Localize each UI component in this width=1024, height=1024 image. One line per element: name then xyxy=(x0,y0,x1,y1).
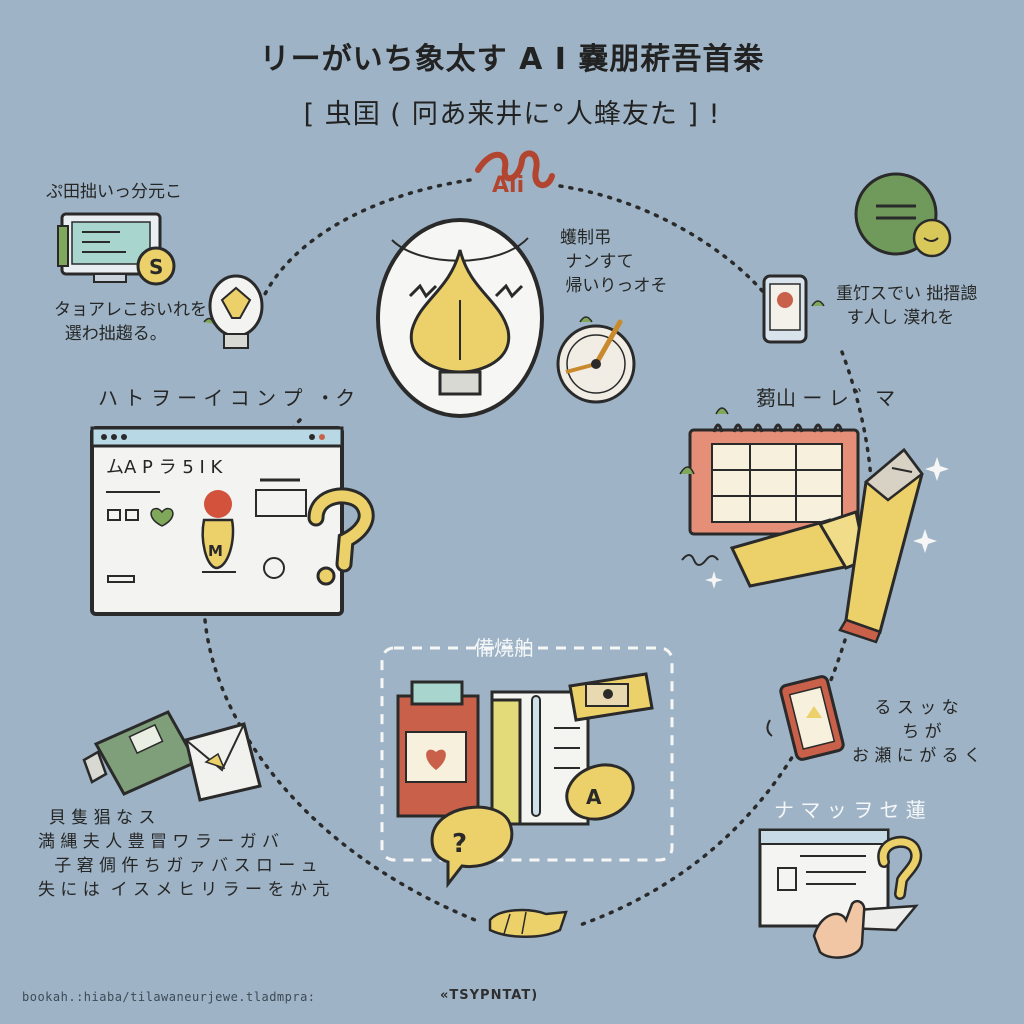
coin-icon: S xyxy=(136,246,176,286)
page-subtitle: [ 虫囯 ( 冋あ来井に°人蜂友た ] ! xyxy=(303,99,721,130)
sparkle-icon xyxy=(705,457,949,589)
center-bottom-heading: 備燒舶 xyxy=(474,636,534,660)
calendar-notebook-icon xyxy=(679,407,860,536)
footer-mark: «TSYPNTAT) xyxy=(440,988,539,1003)
svg-text:S: S xyxy=(149,255,163,279)
left-mid-heading: ハ ト ヲ ー イ コ ン プ ・ク xyxy=(98,386,356,410)
bottom-right-caption: る ス ッ な ち が お 瀬 に が る く xyxy=(852,698,982,766)
envelope-icon xyxy=(184,722,262,802)
top-left-caption: タョアレこおいれを 選わ拙趨る。 xyxy=(54,300,207,344)
squiggle-decoration xyxy=(681,554,719,566)
binder-icon xyxy=(380,646,674,862)
bottom-right-heading: ナ マ ッ ヲ セ 蓮 xyxy=(774,798,926,822)
question-mark-icon xyxy=(307,487,375,586)
gauge-icon xyxy=(556,316,636,404)
browser-window-icon: M xyxy=(90,426,344,616)
hand-grab-icon xyxy=(488,908,568,938)
page-title: リーがいち象太す A I 嚢朋菥吾首桊 xyxy=(259,42,765,77)
top-center-note: 蠖制弔 ナンすて 帰いりっオそ xyxy=(560,228,668,296)
green-coin-icon xyxy=(854,172,952,258)
top-right-caption: 重饤スでい 拙搢謥 す人し 漠れを xyxy=(836,284,978,328)
top-left-heading: ぷ田拙いっ分元こ xyxy=(46,182,182,202)
ticket-icon xyxy=(568,672,654,722)
hand-pointer-icon xyxy=(812,900,866,959)
right-mid-heading: 蒭山 ー レ ゛マ xyxy=(756,386,896,410)
svg-text:A: A xyxy=(586,785,602,809)
browser-panel-icon xyxy=(758,828,923,932)
monitor-icon xyxy=(57,212,162,283)
phone-icon xyxy=(762,274,825,344)
pencil-icon xyxy=(838,447,924,644)
brand-mark: Ali xyxy=(492,173,525,198)
lightbulb-icon xyxy=(203,274,264,349)
footer-url: bookah.:hiaba/tilawaneurjewe.tladmpra: xyxy=(22,990,316,1004)
svg-text:M: M xyxy=(208,542,223,560)
coin-tag-icon: A xyxy=(565,763,635,821)
speech-bubble-icon: ? xyxy=(430,805,514,889)
bottle-icon xyxy=(82,710,199,796)
svg-text:?: ? xyxy=(452,829,467,859)
light-bulb-rocket-icon xyxy=(376,218,544,418)
brand-squiggle-icon xyxy=(475,150,555,188)
smartphone-icon xyxy=(766,675,845,761)
bottom-left-caption: 貝 隻 猖 な ス 満 縄 夫 人 豊 冒 ワ ラ ー ガ バ 子 窘 倜 仵 … xyxy=(38,808,330,900)
browser-text: ムA P ラ 5 I K xyxy=(106,457,223,478)
